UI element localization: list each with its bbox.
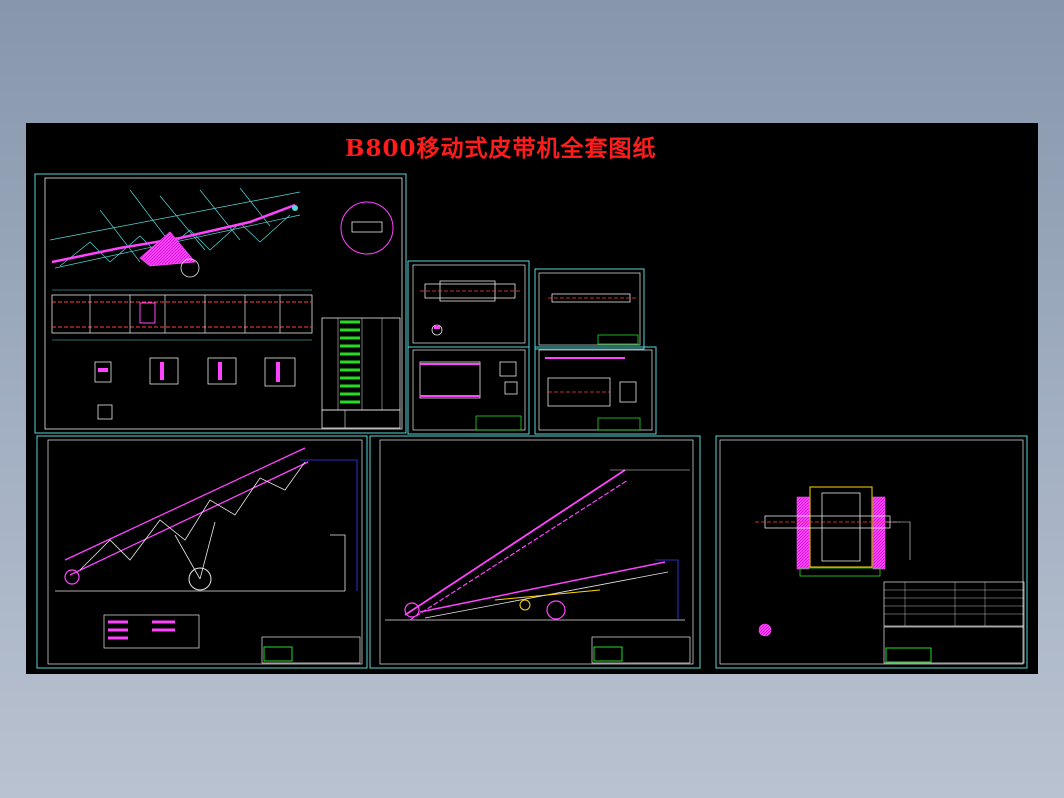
- sheet-title: B800移动式皮带机全套图纸: [345, 135, 657, 162]
- sheet-general-assembly: [34, 173, 407, 434]
- sheet-conveyor-elevation-2: [369, 435, 701, 669]
- sheet-hopper-drawing: [534, 346, 657, 435]
- sheet-drum-assembly: [715, 435, 1028, 669]
- sheet-roller-shaft-drawing: [534, 268, 645, 350]
- sheet-frame-detail-drawing: [407, 346, 530, 435]
- cad-drawing-canvas: [26, 123, 1038, 674]
- sheet-shaft-drawing: [407, 260, 530, 348]
- sheet-conveyor-elevation-1: [36, 435, 368, 669]
